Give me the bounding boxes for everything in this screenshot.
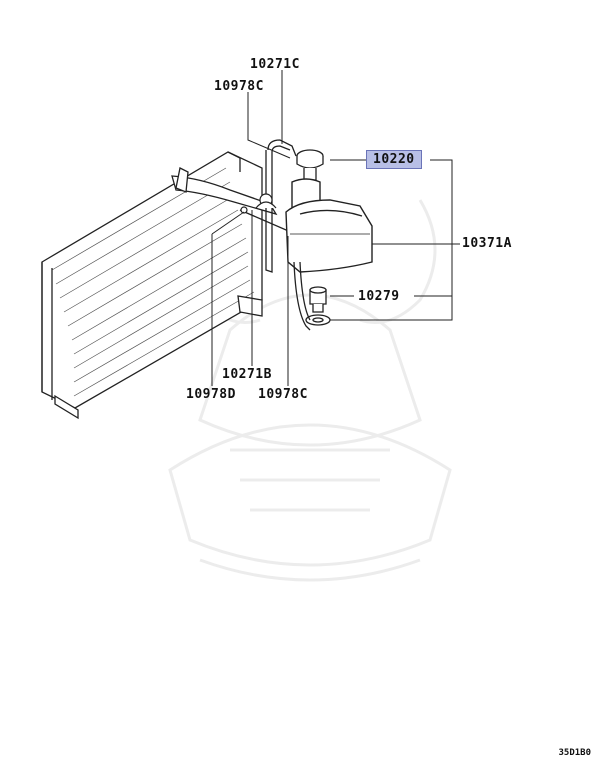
- level-sensor: [293, 261, 331, 331]
- part-label-10978c-top[interactable]: 10978C: [214, 79, 264, 94]
- part-label-10279[interactable]: 10279: [358, 289, 400, 304]
- part-label-10371a[interactable]: 10371A: [462, 236, 512, 251]
- part-label-10271b[interactable]: 10271B: [222, 367, 272, 382]
- part-label-10271c[interactable]: 10271C: [250, 57, 300, 72]
- reservoir-cap: [296, 149, 324, 181]
- samurai-watermark: [168, 199, 452, 582]
- diagram-code: 35D1B0: [558, 748, 591, 758]
- part-label-10220[interactable]: 10220: [366, 150, 422, 169]
- reservoir-tank: [285, 178, 373, 273]
- radiator: [41, 151, 263, 420]
- part-label-10978c-bottom[interactable]: 10978C: [258, 387, 308, 402]
- leader-lines: [211, 70, 460, 386]
- radiator-hose: [171, 167, 278, 216]
- part-label-10978d[interactable]: 10978D: [186, 387, 236, 402]
